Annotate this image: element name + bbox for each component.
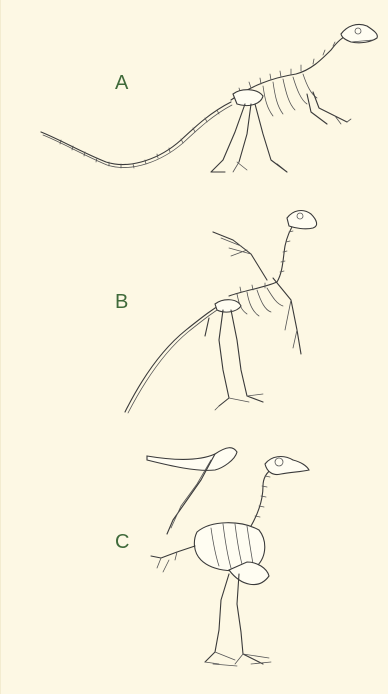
skeleton-b-early-bird [125,211,317,413]
skeleton-c-modern-bird [147,448,309,666]
skeleton-a-dinosaur [41,24,377,172]
